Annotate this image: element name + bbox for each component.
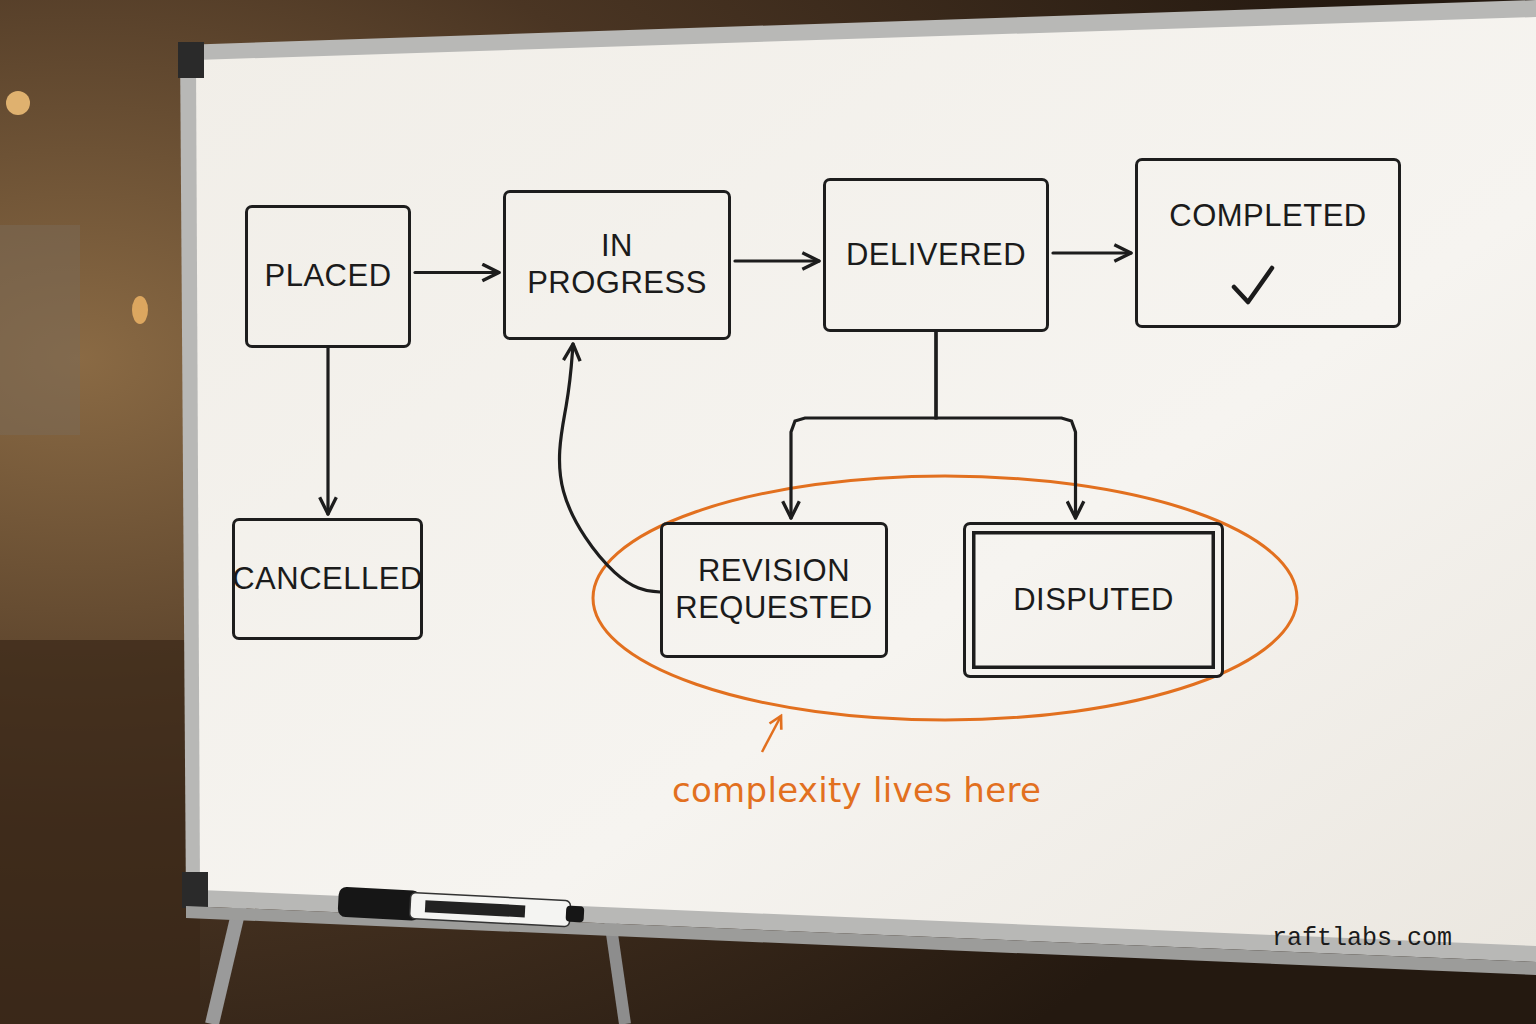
pointer-arrow: [762, 716, 781, 752]
callout-note: complexity lives here: [672, 770, 1041, 810]
bulb: [132, 296, 148, 324]
state-label: COMPLETED: [1169, 198, 1366, 235]
flow-arrow: [326, 348, 329, 514]
lamp: [6, 91, 30, 115]
check-mark: [1234, 268, 1272, 302]
flow-arrow: [791, 332, 936, 518]
state-label: DISPUTED: [1013, 582, 1174, 619]
marker-pen: [337, 887, 584, 930]
flow-arrow: [936, 332, 1076, 518]
frame-corner: [182, 872, 208, 908]
state-label: PLACED: [264, 258, 391, 295]
flow-arrow: [735, 259, 819, 262]
watermark: raftlabs.com: [1272, 924, 1452, 953]
state-box-double: DISPUTED: [963, 522, 1224, 678]
state-label: IN PROGRESS: [518, 228, 716, 301]
state-box: PLACED: [245, 205, 411, 348]
state-label: REVISION REQUESTED: [675, 553, 873, 626]
state-box: REVISION REQUESTED: [660, 522, 888, 658]
board-surface: [196, 17, 1536, 946]
flow-arrow: [415, 271, 499, 274]
board-frame: [180, 0, 1536, 962]
state-label: DELIVERED: [846, 237, 1026, 274]
state-box: IN PROGRESS: [503, 190, 731, 340]
state-box: COMPLETED: [1135, 158, 1401, 328]
state-box: CANCELLED: [232, 518, 423, 640]
floor: [0, 640, 200, 1024]
state-label: CANCELLED: [232, 561, 423, 598]
flow-arrow: [559, 344, 660, 592]
state-box: DELIVERED: [823, 178, 1049, 332]
frame-corner: [178, 42, 204, 78]
wall-poster: [0, 225, 80, 435]
highlight-ellipse: [593, 476, 1297, 720]
easel-leg: [212, 905, 240, 1024]
flow-arrow: [1053, 251, 1131, 254]
